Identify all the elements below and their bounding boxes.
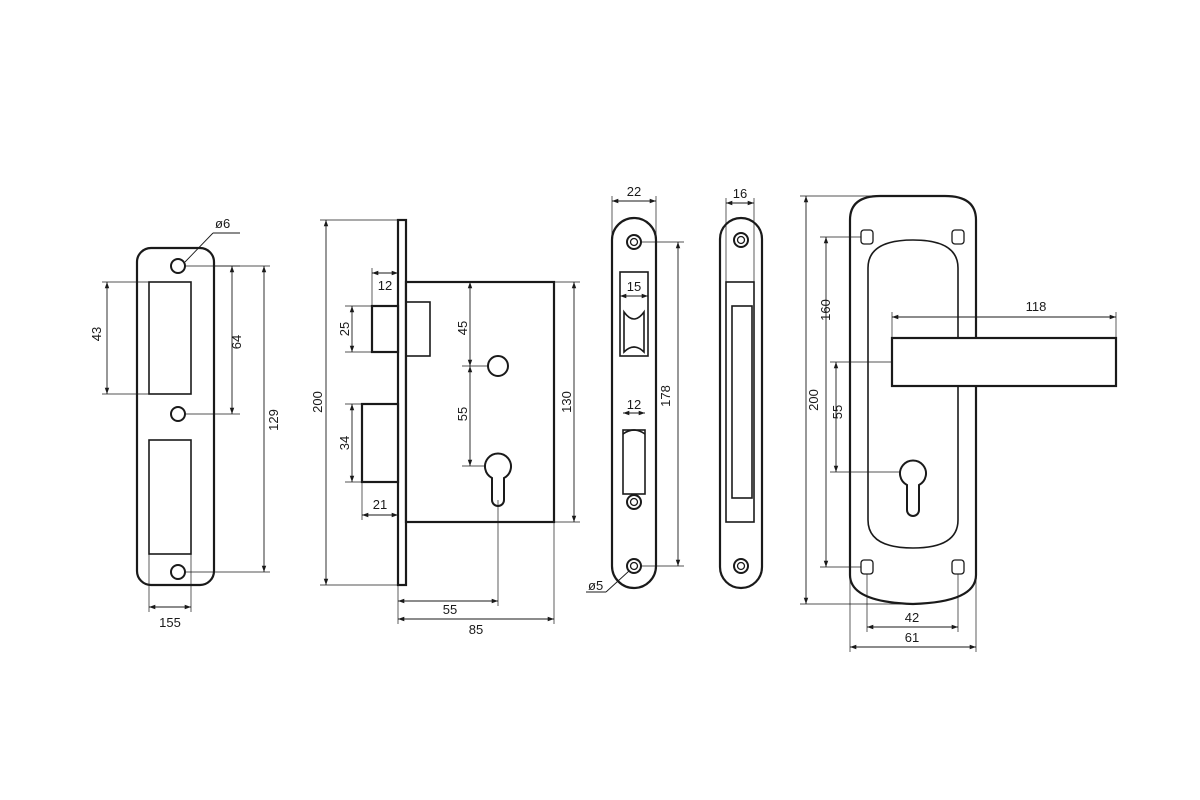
strike-hole-spacing-label: 64 (229, 335, 244, 349)
follower-hole (487, 355, 509, 377)
handle-screw-spacing-vertical-label: 160 (818, 299, 833, 321)
strike-plate-view: ø6 43 64 129 155 (89, 216, 281, 630)
handle-screw-slot-br (951, 559, 965, 575)
faceplate-top-screw-inner (629, 237, 639, 247)
faceplate-latch-slot (619, 271, 649, 357)
strike-top-screw-hole (170, 258, 186, 274)
latch-inner-block (405, 301, 431, 357)
cylinder-keyhole (484, 452, 512, 507)
strike-bolt-window (148, 439, 192, 555)
strike-hole-diameter-label: ø6 (215, 216, 230, 231)
escutcheon-inner-panel (867, 239, 959, 549)
cover-slot-inner (731, 305, 753, 499)
bolt-slot-label: 12 (627, 397, 641, 412)
cover-plate-view: 16 (718, 186, 764, 590)
faceplate-outline (610, 216, 658, 590)
lock-faceplate-edge (396, 218, 408, 587)
escutcheon-outline (848, 194, 978, 606)
lock-case (404, 280, 556, 524)
handle-view: 118 160 200 55 42 61 (800, 194, 1118, 652)
cover-top-screw-inner (736, 235, 746, 245)
latch-height-label: 12 (378, 278, 392, 293)
depth-label: 85 (469, 622, 483, 637)
strike-bottom-screw-hole (170, 564, 186, 580)
faceplate-view: 22 15 12 178 ø5 (586, 184, 684, 593)
cover-bottom-screw-inner (736, 561, 746, 571)
faceplate-screw-diameter-label: ø5 (588, 578, 603, 593)
cover-slot-outer (725, 281, 755, 523)
latch-tongue (370, 304, 400, 354)
faceplate-width-label: 22 (627, 184, 641, 199)
faceplate-height-label: 200 (310, 391, 325, 413)
strike-width-label: 155 (159, 615, 181, 630)
faceplate-bottom-screw-inner (629, 561, 639, 571)
handle-width-label: 61 (905, 630, 919, 645)
lever-length-label: 118 (1026, 299, 1047, 314)
handle-screw-slot-tl (860, 229, 874, 245)
lock-body-view: 12 25 34 21 45 55 130 200 (310, 218, 580, 637)
bolt-height-label: 34 (337, 436, 352, 450)
faceplate-screw-spacing-label: 178 (658, 385, 673, 407)
bolt-width-label: 21 (373, 497, 387, 512)
latch-profile (623, 309, 645, 354)
strike-overall-height-label: 129 (266, 409, 281, 431)
lever-handle (890, 336, 1118, 388)
strike-latch-window (148, 281, 192, 395)
body-height-label: 130 (559, 391, 574, 413)
handle-overall-height-label: 200 (806, 389, 821, 411)
handle-screw-slot-tr (951, 229, 965, 245)
dead-bolt (360, 402, 400, 484)
cover-width-label: 16 (733, 186, 747, 201)
handle-screw-slot-bl (860, 559, 874, 575)
lever-to-keyhole-label: 55 (830, 405, 845, 419)
backset-label: 55 (443, 602, 457, 617)
faceplate-middle-screw-inner (629, 497, 639, 507)
handle-keyhole (899, 459, 927, 517)
strike-middle-hole (170, 406, 186, 422)
keyhole-spacing-label: 55 (455, 407, 470, 421)
handle-screw-spacing-horizontal-label: 42 (905, 610, 919, 625)
follower-offset-label: 45 (455, 321, 470, 335)
latch-slot-label: 15 (627, 279, 641, 294)
strike-window-height-label: 43 (89, 327, 104, 341)
latch-width-label: 25 (337, 322, 352, 336)
bolt-top-profile (622, 429, 646, 435)
